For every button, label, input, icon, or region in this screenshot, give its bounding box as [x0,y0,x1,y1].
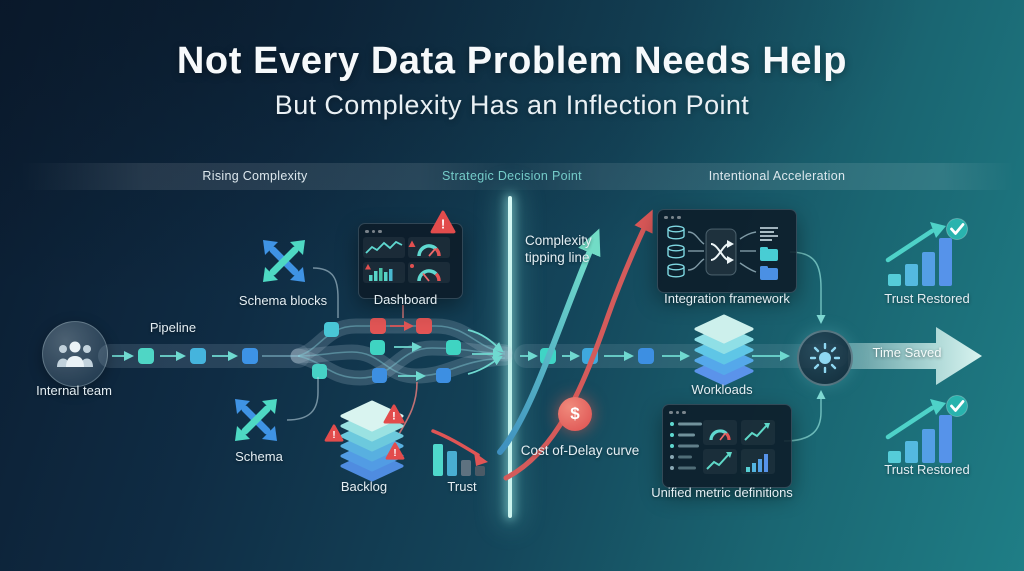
svg-text:!: ! [332,430,335,441]
trust-restored-label-top: Trust Restored [884,291,970,306]
cost-of-delay-curve [503,209,653,481]
schema-label: Schema [235,449,283,464]
backlog-label: Backlog [340,479,388,494]
time-saved-label: Time Saved [872,345,942,360]
connector-lines [286,251,826,442]
page-subtitle: But Complexity Has an Inflection Point [274,90,750,120]
schema-blocks-icon [256,233,312,294]
sun-icon [810,343,840,373]
dashboard-charts [363,237,450,283]
lane-rising-complexity: Rising Complexity [202,169,308,183]
pipeline-nodes [138,318,461,383]
complexity-tipping-curve [497,228,601,455]
trust-declining-icon [430,424,492,485]
unified-metrics-charts [670,420,775,474]
lane-band [0,163,1024,190]
window-controls-icon [363,228,458,235]
workloads-stack-icon [694,314,754,391]
window-controls-icon [662,214,792,221]
backlog-alert-icon: ! [383,404,405,429]
integration-framework-window [657,209,797,293]
integration-framework-label: Integration framework [664,291,790,306]
svg-text:!: ! [393,448,396,459]
tangled-pipeline-ribbons [290,318,513,386]
backlog-alert-icon: ! [385,442,405,465]
integration-diagram [667,225,778,280]
dashboard-label: Dashboard [373,292,438,307]
tangle-converge-arrows [394,329,504,381]
unified-metrics-window [662,404,792,488]
tangled-pipeline-strands [297,325,506,379]
people-icon [57,341,93,367]
schema-blocks-label: Schema blocks [238,293,328,308]
lane-intentional-acceleration: Intentional Acceleration [708,169,846,183]
internal-team-circle [42,321,108,387]
dashboard-window [358,223,463,299]
unified-metrics-label: Unified metric definitions [651,485,793,500]
workloads-label: Workloads [691,382,753,397]
backlog-stack-icon [340,400,404,487]
cost-of-delay-label: Cost of-Delay curve [520,443,640,458]
svg-text:!: ! [441,217,445,232]
trust-label: Trust [447,479,477,494]
trust-restored-icon-top [884,218,970,295]
internal-team-label: Internal team [36,383,112,398]
dashboard-alert-icon: ! [430,210,456,239]
connector-lines-alert [398,305,418,435]
page-title: Not Every Data Problem Needs Help [176,40,848,82]
lane-strategic-decision-point: Strategic Decision Point [442,169,582,183]
trust-restored-icon-bottom [884,395,970,472]
decision-point-divider-line [508,196,512,518]
trust-restored-label-bottom: Trust Restored [884,462,970,477]
time-saved-arrow [848,327,982,385]
cost-dollar-badge: $ [558,397,592,431]
backlog-alert-icon: ! [324,424,344,447]
svg-text:!: ! [392,410,396,422]
complexity-tipping-line-label: Complexity tipping line [525,233,592,265]
acceleration-hub [797,330,853,386]
window-controls-icon [667,409,787,416]
schema-icon [228,392,284,453]
pipeline-label: Pipeline [149,320,197,335]
